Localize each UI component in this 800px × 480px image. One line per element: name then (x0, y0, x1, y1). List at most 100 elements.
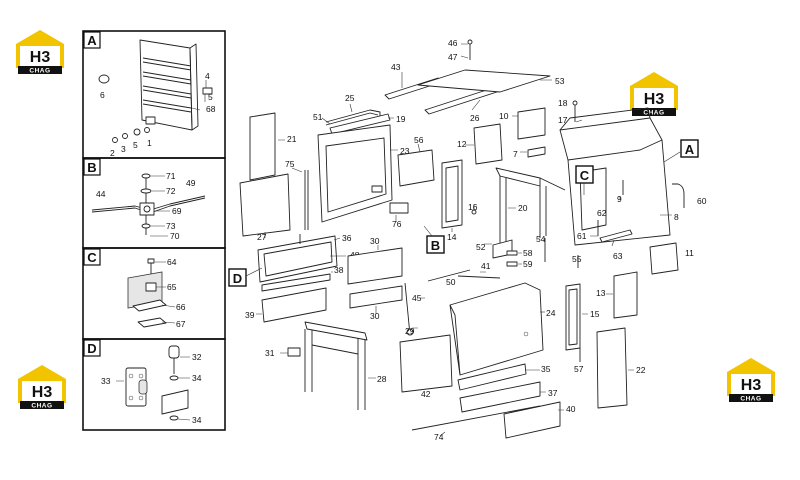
label-64: 64 (167, 257, 177, 267)
svg-text:CHAG: CHAG (31, 403, 52, 410)
rear-frame (317, 124, 409, 223)
label-46: 46 (448, 38, 458, 48)
callout-a: A (685, 142, 695, 157)
label-17: 17 (558, 115, 568, 125)
small-fasteners (506, 238, 579, 268)
detail-a-grille (98, 39, 213, 143)
label-36: 36 (342, 233, 352, 243)
label-13: 13 (596, 288, 606, 298)
label-57: 57 (574, 364, 584, 374)
base-frame (280, 321, 376, 410)
svg-text:CHAG: CHAG (643, 110, 664, 117)
logo-top-right: H3 CHAG (630, 72, 678, 117)
label-55: 55 (572, 254, 582, 264)
detail-c-bracket (127, 258, 176, 328)
logo-bottom-right: H3 CHAG (727, 358, 775, 403)
svg-text:H3: H3 (30, 49, 51, 66)
top-rails (384, 39, 552, 115)
label-68: 68 (206, 104, 216, 114)
label-25: 25 (345, 93, 355, 103)
svg-text:CHAG: CHAG (29, 68, 50, 75)
detail-b-linkage (91, 173, 206, 237)
label-1: 1 (147, 138, 152, 148)
logo-bottom-left: H3 CHAG (18, 365, 66, 410)
label-18: 18 (558, 98, 568, 108)
label-66: 66 (176, 302, 186, 312)
detail-label-c: C (87, 250, 97, 265)
detail-label-b: B (87, 160, 96, 175)
detail-d-hinge (116, 345, 191, 421)
label-63: 63 (613, 251, 623, 261)
svg-text:H3: H3 (32, 384, 53, 401)
label-24: 24 (546, 308, 556, 318)
label-16: 16 (468, 202, 478, 212)
label-3: 3 (121, 144, 126, 154)
label-10: 10 (499, 111, 509, 121)
svg-text:H3: H3 (741, 377, 762, 394)
label-67: 67 (176, 319, 186, 329)
label-20: 20 (518, 203, 528, 213)
detail-label-d: D (87, 341, 96, 356)
label-73: 73 (166, 221, 176, 231)
callout-b: B (431, 238, 440, 253)
label-4: 4 (205, 71, 210, 81)
door-24 (449, 282, 545, 376)
label-33: 33 (101, 376, 111, 386)
label-54: 54 (536, 234, 546, 244)
lower-rear-plates (256, 271, 333, 323)
label-9: 9 (617, 194, 622, 204)
label-47: 47 (448, 52, 458, 62)
label-69: 69 (172, 206, 182, 216)
label-65: 65 (167, 282, 177, 292)
door-linkage (404, 269, 501, 336)
label-5-a: 5 (208, 92, 213, 102)
label-2: 2 (110, 148, 115, 158)
label-74: 74 (434, 432, 444, 442)
lower-front-frame (257, 234, 346, 283)
label-70: 70 (170, 231, 180, 241)
front-pillar-frame (484, 167, 566, 259)
label-49: 49 (186, 178, 196, 188)
label-56: 56 (414, 135, 424, 145)
label-7: 7 (513, 149, 518, 159)
label-62: 62 (597, 208, 607, 218)
callout-d: D (233, 271, 242, 286)
label-23: 23 (400, 146, 410, 156)
label-76: 76 (392, 219, 402, 229)
strips-30 (347, 245, 403, 314)
panel-42 (399, 334, 453, 393)
label-21: 21 (287, 134, 297, 144)
label-11: 11 (685, 248, 694, 258)
label-41: 41 (481, 261, 491, 271)
label-51: 51 (313, 112, 323, 122)
svg-text:H3: H3 (644, 91, 665, 108)
label-61: 61 (577, 231, 587, 241)
label-15: 15 (590, 309, 600, 319)
label-22: 22 (636, 365, 646, 375)
detail-box-d (82, 338, 226, 431)
label-37: 37 (548, 388, 558, 398)
detail-label-a: A (87, 33, 97, 48)
label-26: 26 (470, 113, 480, 123)
logo-top-left: H3 CHAG (16, 30, 64, 75)
label-12: 12 (457, 139, 467, 149)
door-frame (441, 159, 477, 232)
label-44: 44 (96, 189, 106, 199)
label-34: 34 (192, 373, 202, 383)
handle-60 (672, 183, 685, 208)
right-panels (565, 271, 638, 409)
label-58: 58 (523, 248, 533, 258)
label-30: 30 (370, 236, 380, 246)
label-52: 52 (476, 242, 486, 252)
panel-11 (649, 242, 679, 275)
label-45: 45 (412, 293, 422, 303)
label-5: 5 (133, 140, 138, 150)
label-71: 71 (166, 171, 176, 181)
label-29: 29 (405, 326, 415, 336)
label-60: 60 (697, 196, 707, 206)
label-14: 14 (447, 232, 457, 242)
upper-panels (397, 107, 546, 187)
label-42: 42 (421, 389, 431, 399)
